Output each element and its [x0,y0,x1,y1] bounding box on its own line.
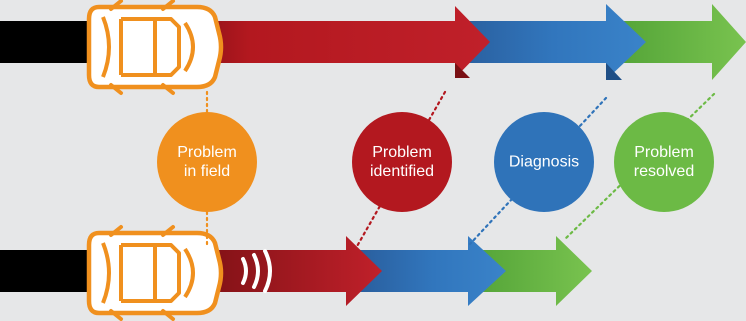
top-blue-arrow-shadow [606,63,622,80]
stage-label-resolved: Problem resolved [633,144,695,180]
bottom-timeline [0,227,592,319]
stage-circle-resolved [614,112,714,212]
stage-circle-in-field [157,112,257,212]
car-bottom [89,227,221,319]
bottom-blue-arrow [360,236,506,306]
stage-label-in-field: Problem in field [177,144,237,180]
stage-label-identified: Problem identified [369,144,435,180]
stage-label-diagnosis: Diagnosis [508,153,580,171]
stage-circle-diagnosis [494,112,594,212]
top-red-arrow-shadow [455,63,470,78]
top-timeline [0,1,746,93]
top-green-arrow [600,4,746,80]
car-top [89,1,221,93]
bottom-green-arrow [460,236,592,306]
stage-circle-identified [352,112,452,212]
top-blue-arrow [460,4,646,80]
signal-waves-icon [241,249,272,293]
